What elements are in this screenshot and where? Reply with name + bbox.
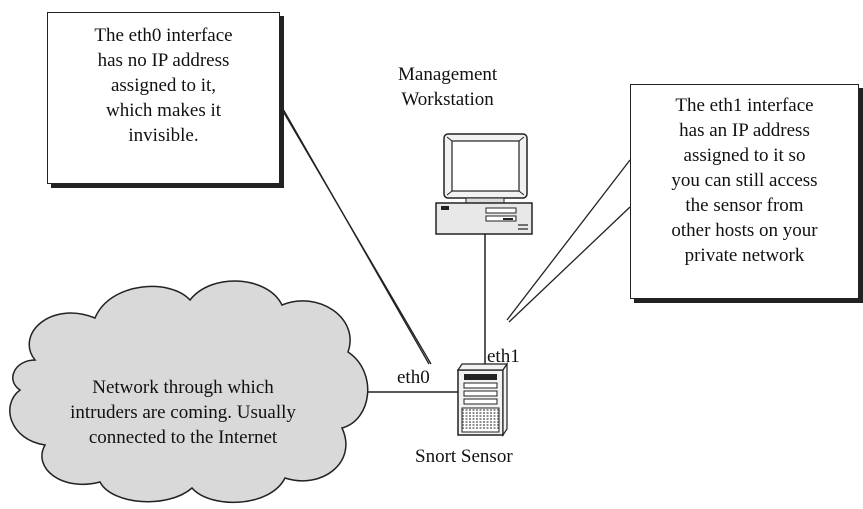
eth1-callout-line: you can still access — [671, 170, 818, 191]
eth0-callout-line: assigned to it, — [110, 75, 217, 96]
eth1-callout-line: assigned to it so — [683, 145, 806, 166]
eth0-callout-line: has no IP address — [97, 50, 230, 71]
cloud-description-line: connected to the Internet — [88, 427, 278, 448]
eth0-callout-line: The eth0 interface — [94, 25, 233, 46]
cloud-description: Network through which intruders are comi… — [38, 375, 328, 450]
eth1-callout-line: private network — [684, 245, 805, 266]
management-workstation-label-line: Workstation — [401, 89, 494, 110]
snort-sensor-label: Snort Sensor — [415, 446, 513, 467]
eth0-label: eth0 — [397, 367, 430, 388]
eth1-pointer-line-1 — [506, 159, 631, 321]
snort-sensor-server-icon — [456, 362, 509, 437]
eth1-callout-line: other hosts on your — [671, 220, 818, 241]
internet-cloud-icon — [9, 280, 369, 504]
eth1-label: eth1 — [487, 346, 520, 367]
eth1-callout-line: has an IP address — [679, 120, 810, 141]
management-workstation-label: Management Workstation — [398, 62, 497, 112]
eth0-pointer-line-2 — [279, 105, 432, 365]
eth1-pointer-line-2 — [508, 206, 631, 323]
eth1-callout-line: the sensor from — [685, 195, 804, 216]
eth1-callout-line: The eth1 interface — [675, 95, 814, 116]
management-workstation-label-line: Management — [398, 64, 498, 85]
eth0-callout-box: The eth0 interface has no IP address ass… — [47, 12, 280, 184]
eth0-callout-line: which makes it — [105, 100, 222, 121]
cloud-description-line: intruders are coming. Usually — [70, 402, 296, 423]
cloud-description-line: Network through which — [92, 377, 274, 398]
eth0-callout-line: invisible. — [128, 125, 199, 146]
eth1-callout-box: The eth1 interface has an IP address ass… — [630, 84, 859, 299]
workstation-icon — [435, 133, 533, 235]
